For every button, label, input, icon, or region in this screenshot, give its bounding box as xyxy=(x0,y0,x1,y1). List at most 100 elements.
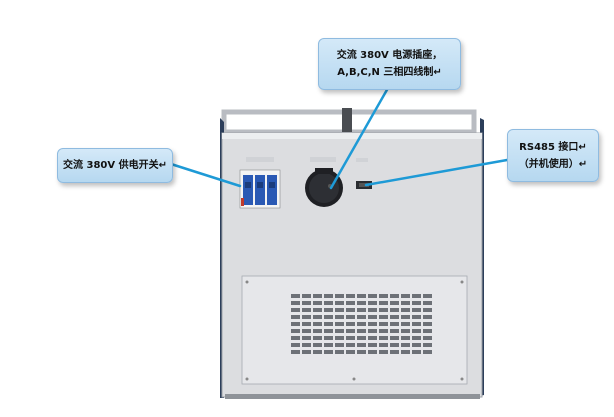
vent-slot xyxy=(291,301,300,305)
vent-slot xyxy=(368,322,377,326)
vent-slot xyxy=(357,343,366,347)
vent-slot xyxy=(357,301,366,305)
vent-slot xyxy=(324,329,333,333)
power-socket xyxy=(305,168,343,207)
vent-slot xyxy=(423,294,432,298)
vent-slot xyxy=(302,350,311,354)
vent-slot xyxy=(379,294,388,298)
vent-slot xyxy=(390,322,399,326)
vent-slot xyxy=(313,315,322,319)
vent-slot xyxy=(324,308,333,312)
vent-slot xyxy=(368,308,377,312)
vent-slot xyxy=(368,350,377,354)
vent-slot xyxy=(401,308,410,312)
vent-slot xyxy=(291,294,300,298)
rs485-connector xyxy=(356,181,372,189)
vent-slot xyxy=(390,308,399,312)
callout-text-line1: RS485 接口↵ xyxy=(519,141,587,153)
vent-slot xyxy=(346,322,355,326)
vent-slot xyxy=(335,322,344,326)
vent-slot xyxy=(313,322,322,326)
callout-rs485: RS485 接口↵ （并机使用）↵ xyxy=(507,129,599,182)
vent-slot xyxy=(335,336,344,340)
vent-slot xyxy=(302,343,311,347)
callout-text-line2: A,B,C,N 三相四线制↵ xyxy=(337,67,442,78)
vent-slot xyxy=(379,301,388,305)
vent-slot xyxy=(379,329,388,333)
vent-slot xyxy=(423,350,432,354)
vent-slot xyxy=(335,343,344,347)
vent-slot xyxy=(401,343,410,347)
vent-slot xyxy=(324,343,333,347)
callout-text: 交流 380V 供电开关↵ xyxy=(63,160,167,171)
vent-slot xyxy=(412,343,421,347)
vent-slot xyxy=(423,322,432,326)
vent-slot xyxy=(379,350,388,354)
vent-slot xyxy=(401,315,410,319)
vent-slot xyxy=(357,322,366,326)
vent-slot xyxy=(291,350,300,354)
vent-slot xyxy=(346,301,355,305)
vent-slot xyxy=(412,350,421,354)
callout-ac-power-switch: 交流 380V 供电开关↵ xyxy=(57,148,173,183)
vent-slot xyxy=(390,343,399,347)
vent-slot xyxy=(412,329,421,333)
vent-slot xyxy=(423,343,432,347)
vent-slot xyxy=(346,350,355,354)
vent-slot xyxy=(346,315,355,319)
vent-slot xyxy=(302,322,311,326)
callout-text-line1: 交流 380V 电源插座， xyxy=(336,50,443,61)
vent-slot xyxy=(401,294,410,298)
vent-slot xyxy=(368,294,377,298)
vent-slot xyxy=(412,294,421,298)
vent-slot xyxy=(335,350,344,354)
vent-slot xyxy=(357,329,366,333)
callout-leader-lines xyxy=(169,86,509,190)
vent-slot xyxy=(346,294,355,298)
vent-slot xyxy=(379,343,388,347)
vent-slot xyxy=(346,343,355,347)
vent-slot xyxy=(302,315,311,319)
vent-slot xyxy=(379,336,388,340)
vent-slot xyxy=(324,336,333,340)
vent-slot xyxy=(335,301,344,305)
vent-slot xyxy=(368,336,377,340)
vent-slot xyxy=(423,336,432,340)
vent-slot xyxy=(346,336,355,340)
vent-slot xyxy=(291,343,300,347)
vent-slot xyxy=(324,315,333,319)
vent-slot xyxy=(313,343,322,347)
vent-slot xyxy=(313,301,322,305)
vent-slot xyxy=(412,336,421,340)
vent-slot xyxy=(423,301,432,305)
vent-slot xyxy=(324,350,333,354)
vent-slot xyxy=(412,322,421,326)
vent-slot xyxy=(401,350,410,354)
vent-slot xyxy=(302,301,311,305)
vent-slot xyxy=(346,308,355,312)
callout-text-line2: （并机使用）↵ xyxy=(518,158,588,170)
vent-slot xyxy=(291,329,300,333)
vent-slot xyxy=(401,322,410,326)
vent-slot xyxy=(291,308,300,312)
vent-slot xyxy=(291,336,300,340)
vent-slot xyxy=(313,294,322,298)
vent-slot xyxy=(401,336,410,340)
vent-slot xyxy=(423,315,432,319)
vent-slot xyxy=(335,329,344,333)
vent-slot xyxy=(390,329,399,333)
vent-slot xyxy=(379,308,388,312)
vent-slot xyxy=(368,329,377,333)
vent-grille xyxy=(291,294,432,354)
vent-slot xyxy=(368,301,377,305)
vent-slot xyxy=(412,315,421,319)
vent-slot xyxy=(324,322,333,326)
vent-slot xyxy=(379,315,388,319)
vent-slot xyxy=(390,315,399,319)
vent-slot xyxy=(313,308,322,312)
vent-slot xyxy=(390,294,399,298)
vent-slot xyxy=(357,294,366,298)
vent-slot xyxy=(390,336,399,340)
vent-slot xyxy=(302,308,311,312)
